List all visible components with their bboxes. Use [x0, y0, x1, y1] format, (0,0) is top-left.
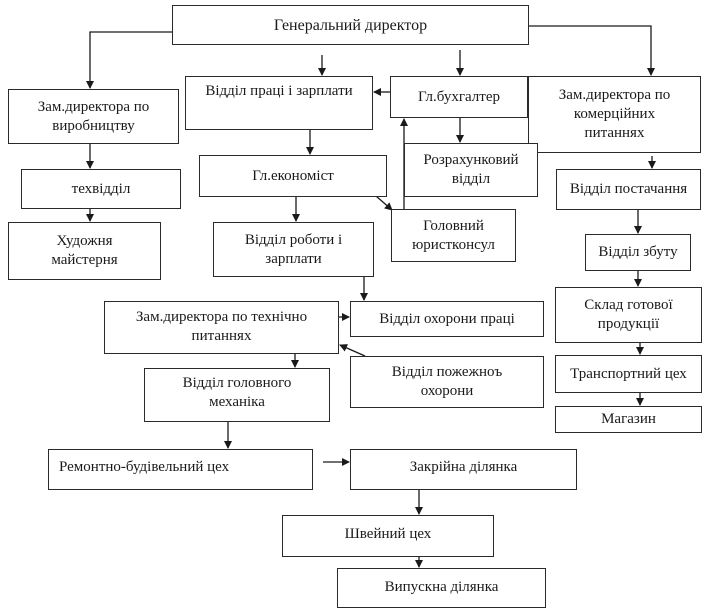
- node-deputy-technical: Зам.директора по технічно питаннях: [104, 301, 339, 354]
- node-label: Склад готової продукції: [584, 297, 673, 332]
- edge-general-director-to-deputy-commercial: [529, 25, 655, 76]
- node-cutting-section: Закрійна ділянка: [350, 449, 577, 490]
- node-label: Транспортний цех: [570, 365, 687, 382]
- node-label: Магазин: [601, 411, 656, 427]
- node-chief-accountant: Гл.бухгалтер: [390, 76, 528, 118]
- node-label: Художня майстерня: [51, 233, 118, 268]
- node-output-section: Випускна ділянка: [337, 568, 546, 608]
- edge-fire-safety-to-deputy-technical: [339, 344, 366, 357]
- node-supply-dept: Відділ постачання: [556, 169, 701, 210]
- node-work-wages-dept: Відділ роботи і зарплати: [213, 222, 374, 277]
- node-label: Гл.економіст: [252, 167, 334, 184]
- node-transport-shop: Транспортний цех: [555, 355, 702, 393]
- node-chief-economist: Гл.економіст: [199, 155, 387, 197]
- node-label: Відділ праці і зарплати: [205, 83, 353, 99]
- edge-chief-economist-to-chief-legal: [375, 195, 393, 211]
- node-label: Відділ охорони праці: [379, 310, 515, 327]
- node-chief-legal: Головний юристконсул: [391, 209, 516, 262]
- node-label: техвідділ: [71, 180, 131, 197]
- node-label: Відділ пожежноъ охорони: [391, 364, 503, 399]
- node-labor-safety-dept: Відділ охорони праці: [350, 301, 544, 337]
- node-sales-dept: Відділ збуту: [585, 234, 691, 271]
- edge-general-director-to-deputy-production: [86, 31, 172, 89]
- node-label: Розрахунковий відділ: [423, 152, 519, 187]
- node-label: Зам.директора по комерційних питаннях: [558, 87, 671, 141]
- node-fire-safety-dept: Відділ пожежноъ охорони: [350, 356, 544, 408]
- node-label: Головний юристконсул: [412, 217, 495, 253]
- node-sewing-shop: Швейний цех: [282, 515, 494, 557]
- node-art-workshop: Художня майстерня: [8, 222, 161, 280]
- node-tech-dept: техвідділ: [21, 169, 181, 209]
- node-label: Відділ роботи і зарплати: [244, 231, 343, 267]
- node-labor-wages-dept: Відділ праці і зарплати: [185, 76, 373, 130]
- node-finished-goods-warehouse: Склад готової продукції: [555, 287, 702, 343]
- node-settlement-dept: Розрахунковий відділ: [404, 143, 538, 197]
- node-label: Генеральний директор: [273, 16, 428, 34]
- node-label: Закрійна ділянка: [409, 459, 518, 475]
- node-label: Випускна ділянка: [384, 579, 499, 595]
- node-label: Ремонтно-будівельний цех: [59, 459, 230, 475]
- node-label: Зам.директора по виробництву: [37, 98, 150, 134]
- node-label: Зам.директора по технічно питаннях: [135, 309, 308, 344]
- node-repair-construction-shop: Ремонтно-будівельний цех: [48, 449, 313, 490]
- node-label: Відділ головного механіка: [182, 375, 292, 410]
- node-shop-store: Магазин: [555, 406, 702, 433]
- node-label: Відділ збуту: [598, 244, 678, 260]
- node-label: Гл.бухгалтер: [418, 88, 500, 105]
- node-deputy-production: Зам.директора по виробництву: [8, 89, 179, 144]
- node-general-director: Генеральний директор: [172, 5, 529, 45]
- node-label: Відділ постачання: [569, 181, 688, 197]
- node-chief-mechanic-dept: Відділ головного механіка: [144, 368, 330, 422]
- node-label: Швейний цех: [344, 526, 432, 542]
- node-deputy-commercial: Зам.директора по комерційних питаннях: [528, 76, 701, 153]
